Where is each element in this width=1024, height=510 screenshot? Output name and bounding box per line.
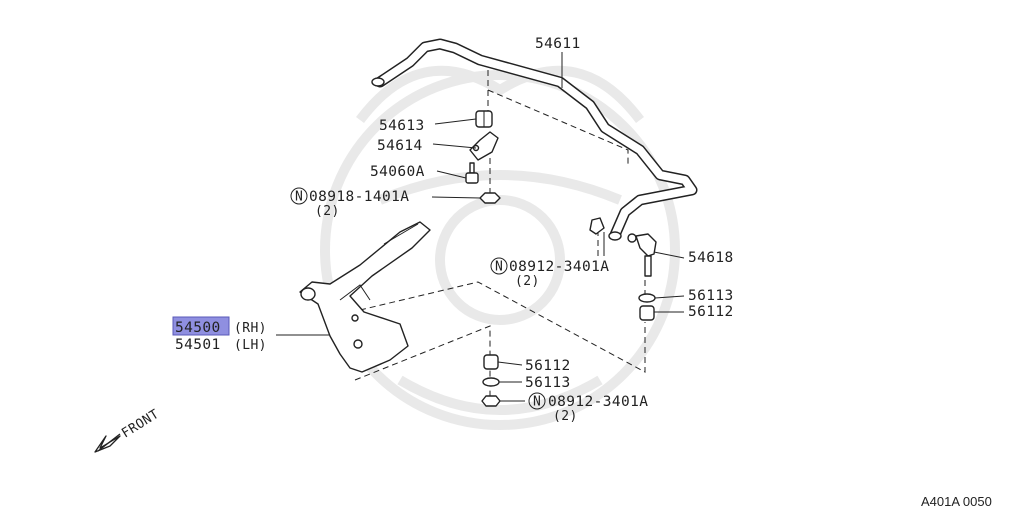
- stabilizer-clamp[interactable]: [469, 131, 499, 161]
- label-bushing[interactable]: 54613: [379, 118, 425, 134]
- connecting-rod[interactable]: [627, 233, 657, 277]
- label-nut-lower: 08912-3401A: [548, 394, 648, 410]
- arm-lh-callout[interactable]: 54501 (LH): [175, 337, 267, 353]
- label-lower-bushing[interactable]: 56112: [525, 358, 571, 374]
- clamp-bolt[interactable]: [465, 162, 479, 184]
- lower-seat[interactable]: [482, 377, 500, 387]
- label-right-bushing[interactable]: 56112: [688, 304, 734, 320]
- nut-symbol: N: [295, 190, 303, 205]
- watermark-emblem: [320, 65, 680, 430]
- label-arm-rh: 54500: [175, 320, 221, 336]
- reference-lines: [354, 70, 646, 402]
- label-nut-clamp-qty: (2): [315, 204, 340, 219]
- front-label: FRONT: [119, 407, 162, 442]
- rod-top-nut[interactable]: [589, 217, 605, 235]
- label-stabilizer-bar[interactable]: 54611: [535, 36, 581, 52]
- label-arm-rh-side: (RH): [234, 321, 267, 336]
- lower-bushing[interactable]: [483, 354, 499, 370]
- lower-control-arm[interactable]: [299, 221, 431, 373]
- front-arrow-icon: [94, 435, 121, 453]
- nut-link-top-callout[interactable]: N 08912-3401A (2): [490, 257, 609, 289]
- label-nut-clamp: 08918-1401A: [309, 189, 409, 205]
- label-nut-link-top: 08912-3401A: [509, 259, 609, 275]
- label-arm-lh-side: (LH): [234, 338, 267, 353]
- label-lower-seat[interactable]: 56113: [525, 375, 571, 391]
- label-right-seat[interactable]: 56113: [688, 288, 734, 304]
- label-nut-lower-qty: (2): [553, 409, 578, 424]
- part-highlight: [172, 316, 230, 336]
- front-arrow-shaft: [97, 433, 121, 452]
- stabilizer-bushing[interactable]: [475, 110, 493, 128]
- label-connecting-rod[interactable]: 54618: [688, 250, 734, 266]
- nut-lower-callout[interactable]: N 08912-3401A (2): [528, 392, 648, 424]
- label-bolt[interactable]: 54060A: [370, 164, 425, 180]
- nut-symbol: N: [533, 395, 541, 410]
- clamp-nut[interactable]: [479, 192, 501, 204]
- lower-nut[interactable]: [481, 395, 501, 407]
- label-clamp[interactable]: 54614: [377, 138, 423, 154]
- right-bushing[interactable]: [639, 305, 655, 321]
- nut-clamp-callout[interactable]: N 08918-1401A (2): [290, 187, 409, 219]
- nut-symbol: N: [495, 260, 503, 275]
- label-nut-link-top-qty: (2): [515, 274, 540, 289]
- front-indicator: FRONT: [94, 407, 162, 453]
- stabilizer-bar[interactable]: [371, 38, 698, 241]
- right-seat[interactable]: [638, 293, 656, 303]
- diagram-code: A401A 0050: [921, 494, 992, 509]
- label-arm-lh: 54501: [175, 337, 221, 353]
- arm-rh-callout[interactable]: 54500 (RH): [172, 316, 267, 336]
- leader-lines: [276, 52, 685, 402]
